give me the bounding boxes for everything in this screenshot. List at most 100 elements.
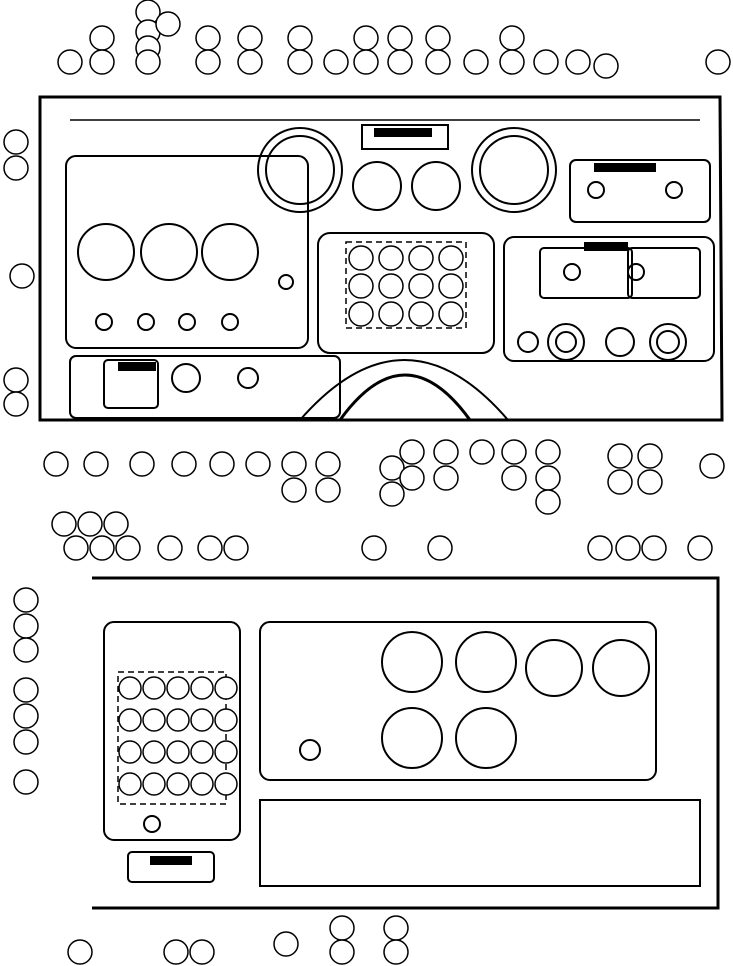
fuse-lower-2-3 <box>190 740 214 764</box>
toggle-3 <box>178 313 196 331</box>
callout-circle <box>535 439 561 465</box>
gauge-b <box>455 631 517 693</box>
callout-circle <box>129 451 155 477</box>
callout-circle <box>13 677 39 703</box>
voltmeter <box>525 639 583 697</box>
right-toggle-1 <box>587 181 605 199</box>
callout-circle <box>89 25 115 51</box>
left-switch-panel <box>65 155 309 349</box>
callout-circle <box>3 391 29 417</box>
callout-circle <box>287 25 313 51</box>
upper-panel-frame <box>38 95 724 422</box>
center-arch <box>299 359 509 421</box>
callout-circle <box>89 49 115 75</box>
callout-circle <box>157 535 183 561</box>
fuse-lower-1-4 <box>214 708 238 732</box>
toggle-4 <box>221 313 239 331</box>
callout-circle <box>383 939 409 965</box>
callout-circle <box>13 769 39 795</box>
gauge-d <box>455 707 517 769</box>
callout-circle <box>499 49 525 75</box>
callout-circle <box>13 729 39 755</box>
fuse-lower-2-2 <box>166 740 190 764</box>
dial-knob <box>605 327 635 357</box>
right-lower-panel <box>503 236 715 362</box>
hour-meter <box>592 639 650 697</box>
callout-circle <box>501 439 527 465</box>
fuse-lower-1-1 <box>142 708 166 732</box>
callout-circle <box>705 49 731 75</box>
bottom-left-panel <box>69 355 341 419</box>
small-gauge-center <box>352 161 402 211</box>
callout-circle <box>463 49 489 75</box>
callout-circle <box>51 511 77 537</box>
callout-circle <box>103 511 129 537</box>
fuse-lower-3-0 <box>118 772 142 796</box>
callout-circle <box>379 455 405 481</box>
callout-circle <box>9 263 35 289</box>
callout-circle <box>315 451 341 477</box>
fuse-lower-0-0 <box>118 676 142 700</box>
key-switch-housing <box>103 359 159 409</box>
callout-circle <box>13 703 39 729</box>
callout-circle <box>209 451 235 477</box>
fuse-lower-1-3 <box>190 708 214 732</box>
callout-circle <box>329 939 355 965</box>
callout-circle <box>237 25 263 51</box>
fuse-upper-0-3 <box>438 245 464 271</box>
callout-circle <box>469 439 495 465</box>
callout-circle <box>287 49 313 75</box>
callout-circle <box>195 49 221 75</box>
callout-circle <box>383 915 409 941</box>
callout-circle <box>89 535 115 561</box>
callout-circle <box>83 451 109 477</box>
callout-circle <box>535 465 561 491</box>
fuse-upper-2-2 <box>408 301 434 327</box>
toggle-1 <box>95 313 113 331</box>
fuse-block-lower <box>117 671 227 805</box>
fuse-upper-1-2 <box>408 273 434 299</box>
fuse-upper-0-2 <box>408 245 434 271</box>
callout-circle <box>13 587 39 613</box>
callout-circle <box>699 453 725 479</box>
callout-circle <box>13 613 39 639</box>
fuse-lower-3-1 <box>142 772 166 796</box>
top-plate <box>361 124 449 150</box>
fuse-lower-3-3 <box>190 772 214 796</box>
callout-circle <box>189 939 215 965</box>
callout-circle <box>615 535 641 561</box>
fuse-upper-1-1 <box>378 273 404 299</box>
callout-circle <box>501 465 527 491</box>
fuse-lower-1-0 <box>118 708 142 732</box>
callout-circle <box>43 451 69 477</box>
callout-circle <box>13 637 39 663</box>
callout-circle <box>607 469 633 495</box>
callout-circle <box>3 155 29 181</box>
callout-circle <box>155 11 181 37</box>
callout-circle <box>399 465 425 491</box>
callout-circle <box>637 469 663 495</box>
fuse-upper-0-0 <box>348 245 374 271</box>
callout-circle <box>565 49 591 75</box>
right-toggle-4 <box>627 263 645 281</box>
callout-circle <box>533 49 559 75</box>
lower-left-panel <box>103 621 241 841</box>
callout-circle <box>195 25 221 51</box>
callout-circle <box>433 439 459 465</box>
callout-circle <box>387 49 413 75</box>
fuse-upper-2-1 <box>378 301 404 327</box>
fuse-upper-1-0 <box>348 273 374 299</box>
toggle-2 <box>137 313 155 331</box>
callout-circle <box>281 477 307 503</box>
fuse-lower-1-2 <box>166 708 190 732</box>
callout-circle <box>237 49 263 75</box>
callout-circle <box>499 25 525 51</box>
fuse-lower-2-1 <box>142 740 166 764</box>
fuse-lower-2-0 <box>118 740 142 764</box>
callout-circle <box>115 535 141 561</box>
callout-circle <box>245 451 271 477</box>
fuse-block-upper <box>345 241 467 329</box>
gauge-a <box>381 631 443 693</box>
gauge-left-1 <box>77 223 135 281</box>
callout-circle <box>63 535 89 561</box>
